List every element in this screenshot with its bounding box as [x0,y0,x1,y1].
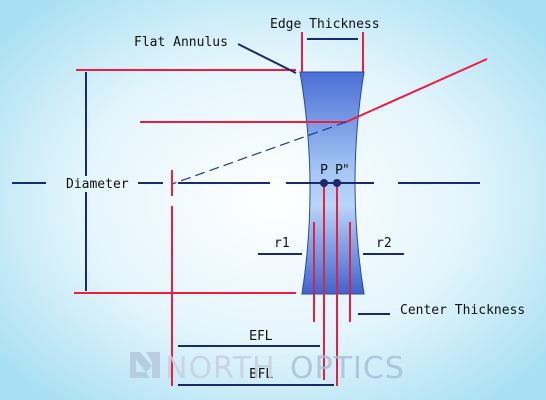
center-thickness-label: Center Thickness [400,303,525,318]
flat-annulus-leader [237,43,297,74]
north-optics-logo-icon [130,352,160,378]
edge-thickness-dimension [301,32,364,72]
r1-label: r1 [274,236,290,251]
logo-text-north: NORTH [165,351,276,386]
r2-label: r2 [376,236,392,251]
diameter-dimension [74,69,296,294]
north-optics-logo: NORTH OPTICS [130,351,405,386]
bfl-label: BFL [249,367,273,382]
efl-label: EFL [249,329,273,344]
diameter-label: Diameter [66,177,129,192]
flat-annulus-label: Flat Annulus [134,35,228,50]
light-ray [140,58,488,185]
edge-thickness-label: Edge Thickness [270,17,380,32]
principal-point-p2 [333,179,341,187]
principal-point-p2-label: P" [335,163,349,178]
logo-text-optics: OPTICS [290,351,405,386]
principal-point-p-label: P [320,163,328,178]
principal-point-p [320,179,328,187]
focal-reference-lines [171,170,351,386]
